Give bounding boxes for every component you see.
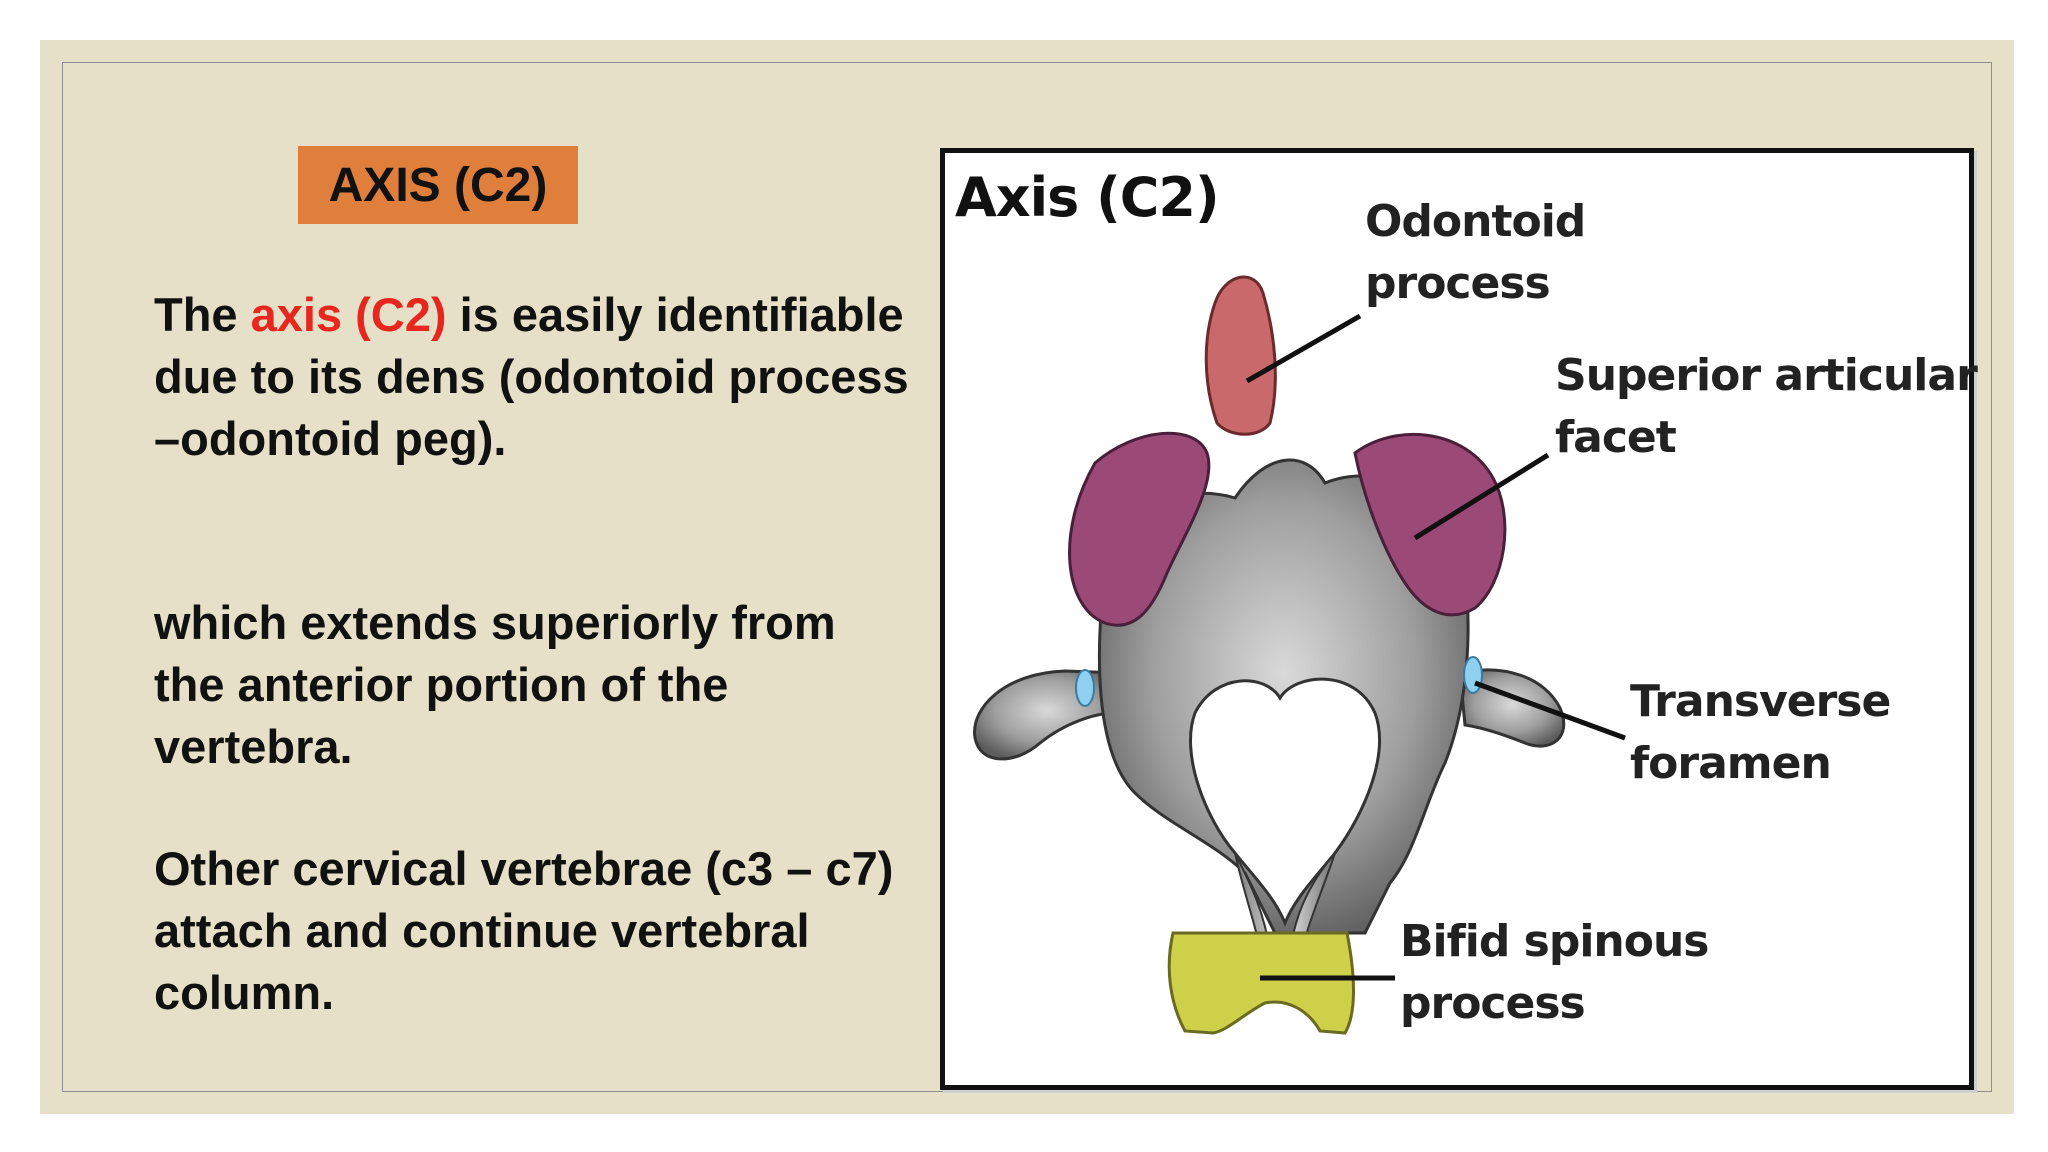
slide-frame [62,62,1992,1092]
axis-figure: Axis (C2) Odontoid process Superior arti… [940,148,1978,1090]
odontoid-label-line2: process [1365,258,1551,309]
superior-label-line1: Superior articular [1555,350,1978,401]
intro-text-start: The [154,288,251,341]
paragraph-extension: which extends superiorly from the anteri… [154,596,836,773]
transverse-label-line1: Transverse [1630,676,1891,727]
vertebral-foramen [1189,677,1381,928]
vertebra-illustration [973,275,1626,1035]
odontoid-process-label: Odontoid process [1365,191,1586,315]
axis-highlight: axis (C2) [250,288,447,341]
intro-text-end: is easily identifiable due to its dens (… [154,288,909,465]
superior-facet-leader-line [1413,452,1550,541]
superior-articular-facet-label: Superior articular facet [1555,345,1978,469]
transverse-label-line2: foramen [1630,738,1832,789]
paragraph-other-vertebrae: Other cervical vertebrae (c3 – c7) attac… [154,842,894,1019]
odontoid-leader-line [1245,313,1362,384]
figure-title: Axis (C2) [955,166,1220,229]
paragraph-intro: The axis (C2) is easily identifiable due… [154,284,914,470]
odontoid-process [1204,275,1277,436]
left-superior-articular-facet [1068,431,1211,627]
transverse-foramen-label: Transverse foramen [1630,671,1891,795]
left-transverse-foramen [1075,669,1095,707]
bifid-spinous-process-label: Bifid spinous process [1400,911,1709,1035]
bifid-spinous-process [1167,931,1355,1035]
transverse-foramen-leader-line [1474,680,1626,741]
slide-title: AXIS (C2) [298,146,578,224]
right-superior-articular-facet [1353,433,1507,617]
bifid-label-line2: process [1400,978,1586,1029]
left-transverse-process [973,669,1122,761]
superior-label-line2: facet [1555,412,1677,463]
right-transverse-foramen [1463,656,1483,694]
odontoid-label-line1: Odontoid [1365,196,1586,247]
bifid-label-line1: Bifid spinous [1400,916,1709,967]
